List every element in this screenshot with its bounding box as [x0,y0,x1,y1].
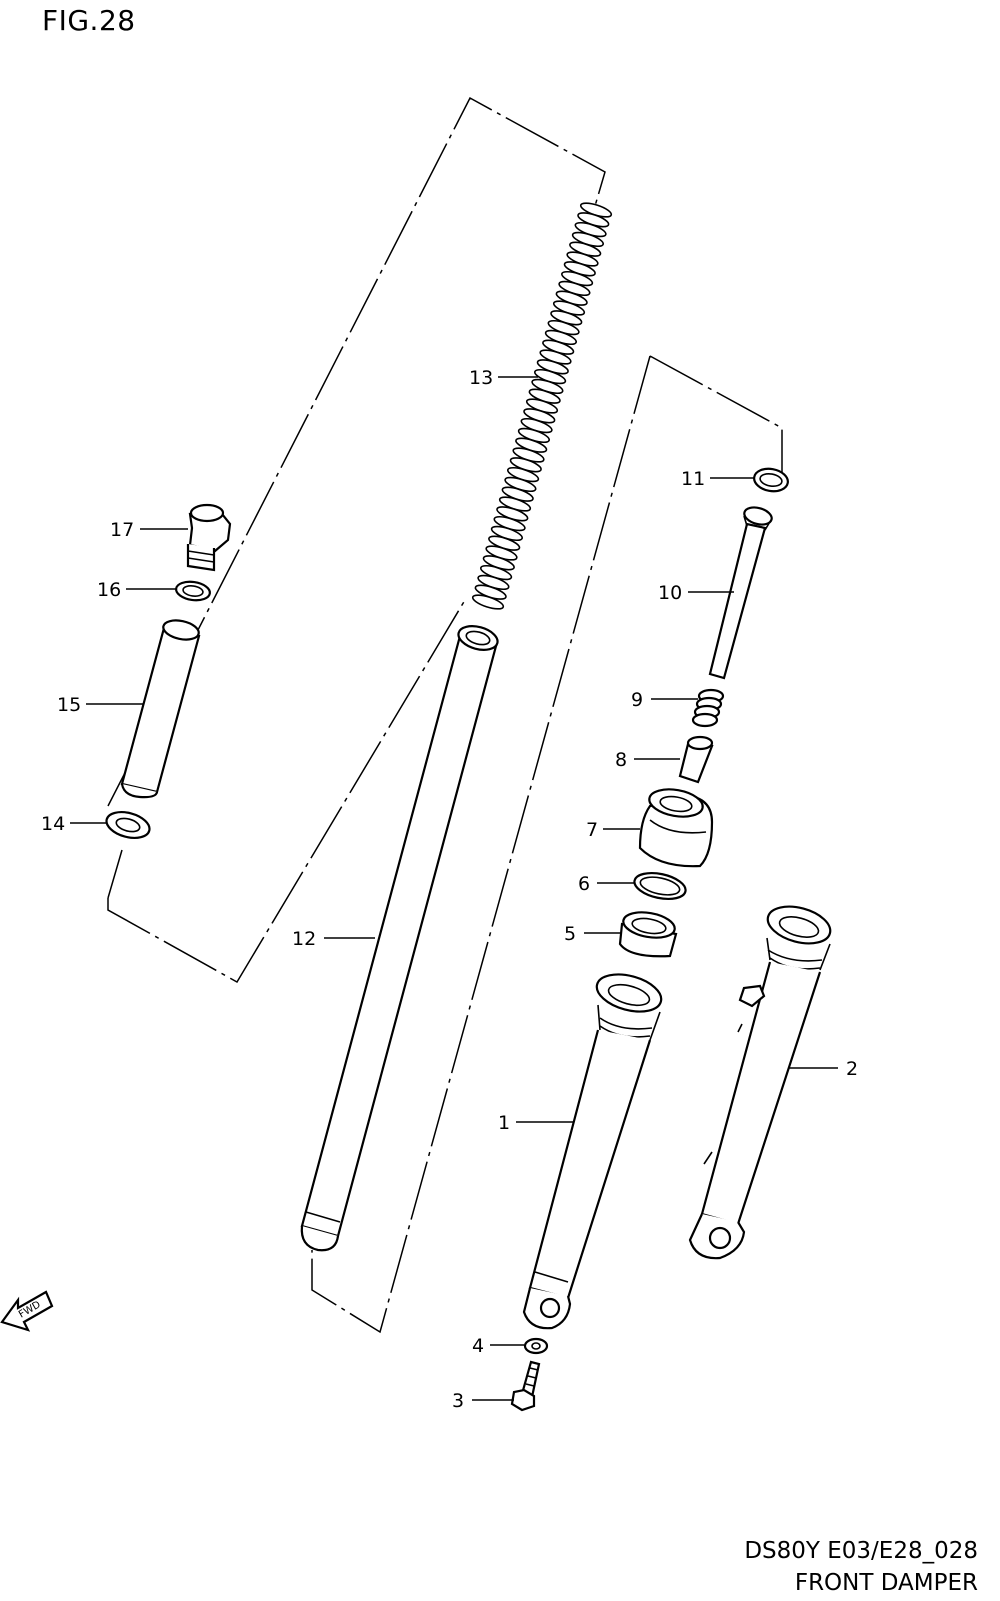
washer-4-part [523,1337,549,1355]
callout-17: 17 [110,519,134,541]
callout-1: 1 [498,1112,510,1134]
fwd-arrow-icon: FWD [0,1290,54,1332]
oil-seal-part [618,911,678,958]
figure-title: FIG.28 [42,4,136,37]
ring-11-part [753,467,789,493]
callout-15: 15 [57,694,81,716]
callout-14: 14 [41,813,65,835]
drawing-code: DS80Y E03/E28_028 [744,1538,978,1564]
o-ring-16-part [175,580,211,602]
rebound-spring-part [691,688,725,728]
collar-part [678,735,714,784]
spacer-tube-part [120,619,201,799]
callouts: 1 2 3 4 5 6 7 8 9 10 11 12 13 14 15 16 1 [41,367,858,1412]
callout-8: 8 [615,749,627,771]
cap-bolt-part [186,503,232,572]
group-outline-right [311,355,783,1334]
callout-16: 16 [97,579,121,601]
outer-tube-left-part [522,973,663,1330]
ring-6-part [633,871,687,901]
inner-tube-part [300,625,499,1252]
callout-4: 4 [472,1335,484,1357]
damper-rod-part [708,506,773,680]
callout-6: 6 [578,873,590,895]
callout-5: 5 [564,923,576,945]
callout-11: 11 [681,468,705,490]
callout-10: 10 [658,582,682,604]
callout-3: 3 [452,1390,464,1412]
callout-7: 7 [586,819,598,841]
bolt-3-part [510,1360,541,1412]
dust-seal-part [638,788,714,868]
group-outline-left-bottom [107,599,466,984]
outer-tube-right-part [688,905,832,1260]
callout-13: 13 [469,367,493,389]
callout-2: 2 [846,1058,858,1080]
callout-9: 9 [631,689,643,711]
spring-part [471,202,613,610]
figure-caption: FRONT DAMPER [794,1570,978,1596]
group-outline-left [107,96,606,899]
callout-12: 12 [292,928,316,950]
washer-14-part [105,810,151,840]
